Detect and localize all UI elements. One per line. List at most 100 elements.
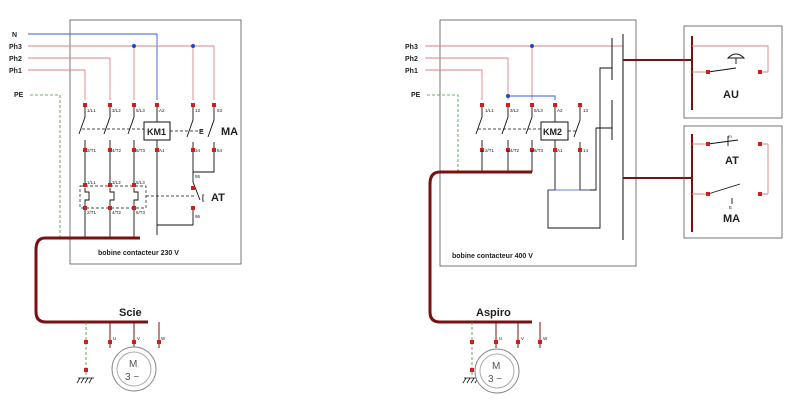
left-mid-wires [84,150,215,235]
right-motor-inner [479,353,515,389]
left-phase-w: W [161,336,166,341]
right-term-mid-4: A1 [557,148,563,153]
right-term-mid-2: 4/T2 [510,148,520,153]
right-mid-wires [481,150,533,172]
at-label: AT [725,155,739,167]
right-coil-feed [508,95,556,100]
left-label-n: N [12,32,17,39]
left-label-ph1: Ph1 [9,68,22,75]
right-term-mid-3: 6/T3 [534,148,544,153]
left-contactor-label: KM1 [147,127,166,137]
left-label-ph2: Ph2 [9,56,22,63]
left-ol-top-1: 1/L1 [87,180,96,185]
right-bus-vertical [611,34,624,240]
au-label: AU [723,89,739,101]
right-phase-u: U [499,336,502,341]
left-phase-v: V [137,336,140,341]
right-term-top-2: 3/L2 [510,108,519,113]
left-terminal-dots-top [83,103,216,107]
left-node-ph3 [132,44,136,48]
right-motor-dots [470,340,542,372]
left-ol-bot-1: 2/T1 [87,210,97,215]
right-term-mid-1: 2/T1 [485,148,495,153]
left-term-mid-5: 14 [195,148,201,153]
right-aux-contact [573,107,581,152]
ma-label: MA [723,213,740,225]
left-ol-elements [84,188,139,206]
left-ol-contact [157,172,201,226]
au-contact [707,58,737,73]
right-frame [439,19,637,267]
left-term-mid-6: 54 [217,148,223,153]
left-term-top-2: 3/L2 [112,108,121,113]
right-terminal-dots-mid [480,148,582,152]
right-label-ph3: Ph3 [405,44,418,51]
left-motor-sub: 3 ~ [125,372,139,383]
left-term-mid-2: 4/T2 [112,148,122,153]
left-drops [84,46,215,100]
left-overload-box [79,185,147,209]
left-term-mid-1: 2/T1 [87,148,97,153]
left-terminal-dots-mid [83,148,216,152]
left-label-pe: PE [14,92,24,99]
left-ol-95: 95 [195,174,201,179]
at-ma-frame [683,125,783,239]
at-ma-box: m AT E MA [683,125,783,239]
left-term-top-1: 1/L1 [87,108,96,113]
right-phase-v: V [521,336,524,341]
right-motor-symbol: M [492,361,500,372]
right-cable [428,170,532,324]
left-ol-96: 96 [195,214,201,219]
left-motor-symbol: M [129,359,137,370]
left-phase-u: U [113,336,116,341]
left-schematic: N Ph3 Ph2 Ph1 PE 1/L1 3/L2 5/L3 A2 13 53 [9,19,242,392]
au-box: AU [683,25,783,119]
right-label-ph1: Ph1 [405,68,418,75]
left-ol-bot-2: 4/T2 [112,210,122,215]
left-neutral-wire [28,33,158,100]
left-term-top-5: 13 [195,108,201,113]
right-label-ph2: Ph2 [405,56,418,63]
right-drops [481,46,533,100]
left-stop-symbol: [ [202,195,205,202]
left-motor-inner [116,351,152,387]
left-node-ph3b [191,44,195,48]
right-motor-name: Aspiro [476,307,511,319]
au-wire [692,45,769,72]
right-motor-sub: 3 ~ [488,374,502,385]
right-term-top-1: 1/L1 [485,108,494,113]
left-motor-feed [109,322,160,348]
left-term-mid-4: A1 [159,148,165,153]
right-term-top-4: A2 [557,108,563,113]
right-pe-wire [427,94,459,172]
left-main-contacts [78,107,135,150]
au-mushroom [726,53,746,59]
right-term-top-3: 5/L3 [534,108,543,113]
right-node-ph2 [506,94,510,98]
right-phase-w: W [543,336,548,341]
right-term-mid-5: 14 [583,148,589,153]
left-label-ph3: Ph3 [9,44,22,51]
ma-symbol: E [729,205,732,210]
left-terminal-dots-bottom [83,183,195,210]
ma-dots [706,192,762,196]
at-symbol: m [728,134,732,139]
left-term-top-3: 5/L3 [136,108,145,113]
au-dots [706,70,762,74]
au-frame [683,25,783,119]
left-start-label: MA [221,126,238,138]
at-dots [706,142,762,146]
left-motor-name: Scie [119,307,142,319]
left-ground-symbol [76,377,94,384]
left-motor-outer [111,346,157,392]
left-term-top-4: A2 [159,108,165,113]
left-term-top-6: 53 [217,108,223,113]
right-node-ph3 [530,44,534,48]
left-ol-bot-3: 6/T3 [136,210,146,215]
left-stop-label: AT [211,192,225,204]
ma-contact [707,183,741,204]
right-caption: bobine contacteur 400 V [452,253,533,260]
right-ground-symbol [462,377,480,384]
right-contactor-label: KM2 [543,127,562,137]
